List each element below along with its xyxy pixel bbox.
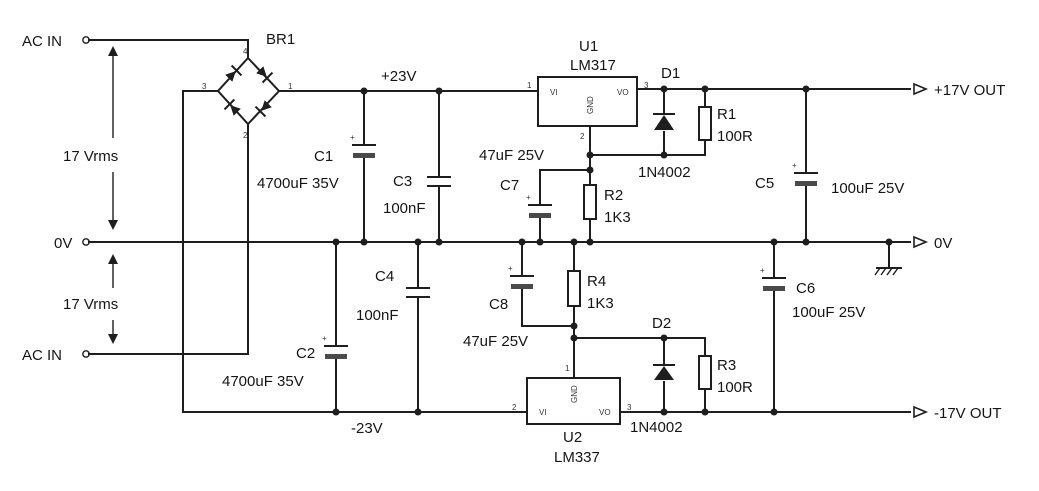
u1-pin-num-in: 1 [527, 81, 532, 90]
vrms-bottom-arrow [108, 254, 118, 344]
u1-pin-vi: VI [550, 88, 558, 97]
br-pin-right: 1 [288, 82, 293, 91]
regulator-u2: VI VO GND 2 3 1 [512, 364, 632, 425]
capacitor-c4 [406, 287, 430, 298]
c1-label: C1 [314, 148, 333, 165]
resistor-r3 [698, 355, 712, 390]
ac-in-bottom-label: AC IN [22, 347, 62, 364]
zero-v-right-label: 0V [934, 235, 952, 252]
u1-pin-num-adj: 2 [580, 132, 585, 141]
capacitor-c2: + [322, 334, 348, 359]
u1-pin-gnd: GND [586, 96, 595, 114]
minus-17v-out-label: -17V OUT [934, 405, 1002, 422]
diode-d2 [653, 364, 675, 380]
br-pin-left: 3 [202, 82, 207, 91]
d1-label: D1 [661, 65, 680, 82]
c3-value-label: 100nF [383, 200, 426, 217]
r2-value-label: 1K3 [604, 209, 631, 226]
capacitor-c8: + [508, 264, 534, 289]
c6-polarity: + [760, 266, 765, 275]
c5-polarity: + [792, 161, 797, 170]
resistor-r1 [698, 106, 712, 141]
labels: AC IN AC IN 0V 17 Vrms 17 Vrms BR1 +23V … [22, 31, 1005, 466]
c6-label: C6 [796, 280, 815, 297]
c5-value-label: 100uF 25V [831, 180, 904, 197]
ac-in-top-label: AC IN [22, 33, 62, 50]
c4-value-label: 100nF [356, 307, 399, 324]
r1-value-label: 100R [717, 128, 753, 145]
r3-value-label: 100R [717, 379, 753, 396]
ground-icon [874, 267, 902, 276]
u1-pin-num-out: 3 [644, 81, 649, 90]
c8-value-label: 47uF 25V [463, 333, 528, 350]
u2-pin-gnd: GND [570, 385, 579, 403]
terminal-ac-in-bottom [82, 350, 90, 358]
c7-value-label: 47uF 25V [479, 147, 544, 164]
c2-value-label: 4700uF 35V [222, 373, 304, 390]
br1-label: BR1 [266, 31, 295, 48]
c6-value-label: 100uF 25V [792, 304, 865, 321]
output-arrow-minus-17v [913, 405, 929, 419]
r4-label: R4 [587, 273, 606, 290]
c7-polarity: + [526, 193, 531, 202]
r3-label: R3 [717, 357, 736, 374]
wires [88, 39, 911, 413]
r4-value-label: 1K3 [587, 295, 614, 312]
c1-value-label: 4700uF 35V [257, 175, 339, 192]
d2-part-label: 1N4002 [630, 419, 683, 436]
vrms-bottom-label: 17 Vrms [63, 296, 118, 313]
u2-pin-num-in: 2 [512, 403, 517, 412]
regulator-u1: VI VO GND 1 3 2 [527, 76, 649, 141]
d2-label: D2 [652, 315, 671, 332]
c2-label: C2 [296, 345, 315, 362]
c7-label: C7 [500, 177, 519, 194]
capacitor-c1: + [350, 133, 376, 158]
br-pin-bottom: 2 [243, 131, 248, 140]
capacitor-c6: + [760, 266, 786, 291]
u1-label: U1 [579, 38, 598, 55]
diode-d1 [653, 113, 675, 130]
u2-pin-num-out: 3 [627, 403, 632, 412]
r1-label: R1 [717, 106, 736, 123]
minus-23v-label: -23V [351, 420, 383, 437]
output-arrow-zero-v [913, 235, 929, 249]
u1-pin-vo: VO [617, 88, 629, 97]
output-arrow-plus-17v [913, 82, 929, 96]
br-pin-top: 4 [243, 47, 248, 56]
terminal-zero-v-left [82, 238, 90, 246]
capacitor-c3 [427, 176, 451, 187]
u2-pin-vo: VO [599, 408, 611, 417]
c8-label: C8 [489, 296, 508, 313]
u2-pin-num-adj: 1 [565, 364, 570, 373]
c1-polarity: + [350, 133, 355, 142]
capacitor-c5: + [792, 161, 818, 186]
u2-label: U2 [563, 429, 582, 446]
junctions [332, 85, 893, 416]
c4-label: C4 [375, 268, 394, 285]
u2-pin-vi: VI [539, 408, 547, 417]
c3-label: C3 [393, 173, 412, 190]
u1-part-label: LM317 [570, 57, 616, 74]
zero-v-left-label: 0V [54, 235, 72, 252]
r2-label: R2 [604, 187, 623, 204]
c8-polarity: + [508, 264, 513, 273]
vrms-top-arrow [108, 46, 118, 230]
vrms-top-label: 17 Vrms [63, 148, 118, 165]
terminal-ac-in-top [82, 36, 90, 44]
plus-23v-label: +23V [381, 68, 416, 85]
d1-part-label: 1N4002 [638, 164, 691, 181]
resistor-r4 [567, 270, 581, 307]
resistor-r2 [583, 184, 597, 220]
plus-17v-out-label: +17V OUT [934, 82, 1005, 99]
u2-part-label: LM337 [554, 449, 600, 466]
c5-label: C5 [755, 175, 774, 192]
c2-polarity: + [322, 334, 327, 343]
capacitor-c7: + [526, 193, 552, 218]
